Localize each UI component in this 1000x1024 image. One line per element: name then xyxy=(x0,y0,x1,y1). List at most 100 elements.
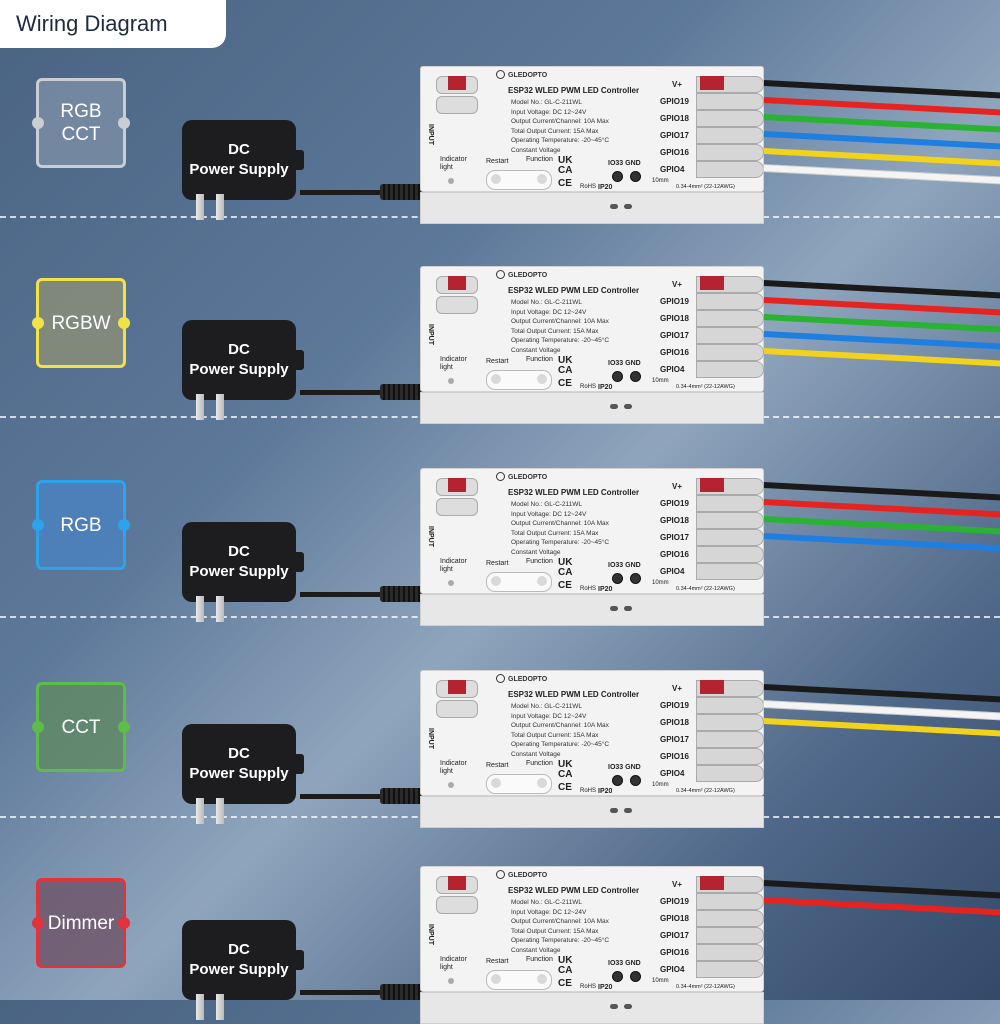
output-terminal-block xyxy=(696,276,766,386)
output-wire xyxy=(764,516,1000,535)
output-terminal-slot xyxy=(696,310,764,327)
output-terminal-lever xyxy=(700,276,724,290)
power-supply-side xyxy=(296,754,304,774)
spec-line: Model No.: GL-C-211WL xyxy=(511,501,583,508)
ukca-uk: UK xyxy=(558,557,573,568)
io-gnd-label: IO33 GND xyxy=(608,562,641,569)
output-wire xyxy=(764,148,1000,167)
mode-label-line1: CCT xyxy=(61,716,101,738)
input-terminal-slot xyxy=(436,296,478,314)
spec-line: Total Output Current: 15A Max xyxy=(511,529,599,537)
terminal-label: GPIO16 xyxy=(660,550,689,559)
indicator-label: Indicator light xyxy=(440,956,467,971)
spec-line: Constant Voltage xyxy=(511,146,561,154)
ip-rating: IP20 xyxy=(598,384,613,391)
spec-line: Total Output Current: 15A Max xyxy=(511,927,599,935)
brand-name: GLEDOPTO xyxy=(508,872,548,879)
spec-line: Model No.: GL-C-211WL xyxy=(511,99,583,106)
power-supply-side xyxy=(296,552,304,572)
button-end xyxy=(491,374,501,384)
button-end xyxy=(491,974,501,984)
wire-gauge: 0.34-4mm² (22-12AWG) xyxy=(676,184,735,190)
output-terminal-slot xyxy=(696,127,764,144)
terminal-label: GPIO19 xyxy=(660,701,689,710)
mode-dot-right xyxy=(118,117,130,129)
input-label: INPUT xyxy=(427,924,434,945)
spec-line: Constant Voltage xyxy=(511,946,561,954)
mode-label-line1: RGBW xyxy=(51,312,111,334)
input-label: INPUT xyxy=(427,124,434,145)
spec-line: Operating Temperature: -20~45°C xyxy=(511,137,610,144)
output-wire xyxy=(764,482,1000,501)
output-wire xyxy=(764,165,1000,184)
input-terminal-lever xyxy=(448,478,466,492)
function-button[interactable] xyxy=(486,572,552,592)
input-label: INPUT xyxy=(427,324,434,345)
spec-line: Constant Voltage xyxy=(511,750,561,758)
brand-name: GLEDOPTO xyxy=(508,474,548,481)
terminal-label: GPIO17 xyxy=(660,131,689,140)
mode-dot-right xyxy=(118,917,130,929)
plug-prong xyxy=(196,394,204,420)
button-end xyxy=(537,974,547,984)
io-gnd-label: IO33 GND xyxy=(608,360,641,367)
output-wire xyxy=(764,297,1000,316)
mode-dot-right xyxy=(118,721,130,733)
dc-connector xyxy=(380,788,424,804)
function-button[interactable] xyxy=(486,774,552,794)
input-terminal-lever xyxy=(448,76,466,90)
spec-line: Total Output Current: 15A Max xyxy=(511,127,599,135)
io-gnd-label: IO33 GND xyxy=(608,960,641,967)
function-label: Function xyxy=(526,760,553,767)
screw-terminal xyxy=(612,171,623,182)
mode-dot-right xyxy=(118,317,130,329)
plug-prong xyxy=(216,596,224,622)
output-terminal-slot xyxy=(696,161,764,178)
function-label: Function xyxy=(526,156,553,163)
output-terminal-slot xyxy=(696,697,764,714)
output-terminal-slot xyxy=(696,529,764,546)
mode-label: CCT xyxy=(61,716,100,739)
output-wire xyxy=(764,880,1000,899)
input-terminal xyxy=(436,276,480,316)
ukca-ca: CA xyxy=(558,769,573,780)
strip-length: 10mm xyxy=(652,782,669,788)
power-supply-side xyxy=(296,150,304,170)
function-button[interactable] xyxy=(486,970,552,990)
mode-label-line2: CCT xyxy=(61,124,101,145)
input-terminal-lever xyxy=(448,680,466,694)
plug-prong xyxy=(196,194,204,220)
ip-rating: IP20 xyxy=(598,984,613,991)
function-button[interactable] xyxy=(486,170,552,190)
output-terminal-slot xyxy=(696,93,764,110)
output-wire xyxy=(764,114,1000,133)
spec-line: Output Current/Channel: 10A Max xyxy=(511,722,609,729)
indicator-label: Indicator light xyxy=(440,558,467,573)
dc-connector xyxy=(380,184,424,200)
product-title: ESP32 WLED PWM LED Controller xyxy=(508,886,640,895)
brand-name: GLEDOPTO xyxy=(508,272,548,279)
output-wire xyxy=(764,131,1000,150)
terminal-label: V+ xyxy=(672,880,683,889)
terminal-label: GPIO4 xyxy=(660,965,685,974)
diagram-title-tab: Wiring Diagram xyxy=(0,0,226,48)
function-button[interactable] xyxy=(486,370,552,390)
input-terminal-slot xyxy=(436,498,478,516)
mode-label-line1: RGB xyxy=(60,101,102,122)
screw-terminal xyxy=(630,775,641,786)
output-wire xyxy=(764,80,1000,99)
output-terminal-slot xyxy=(696,714,764,731)
brand-logo-icon xyxy=(496,270,505,279)
terminal-label: V+ xyxy=(672,80,683,89)
terminal-label: GPIO17 xyxy=(660,533,689,542)
output-terminal-block xyxy=(696,76,766,186)
restart-label: Restart xyxy=(486,358,509,365)
rohs-label: RoHS xyxy=(580,586,597,592)
